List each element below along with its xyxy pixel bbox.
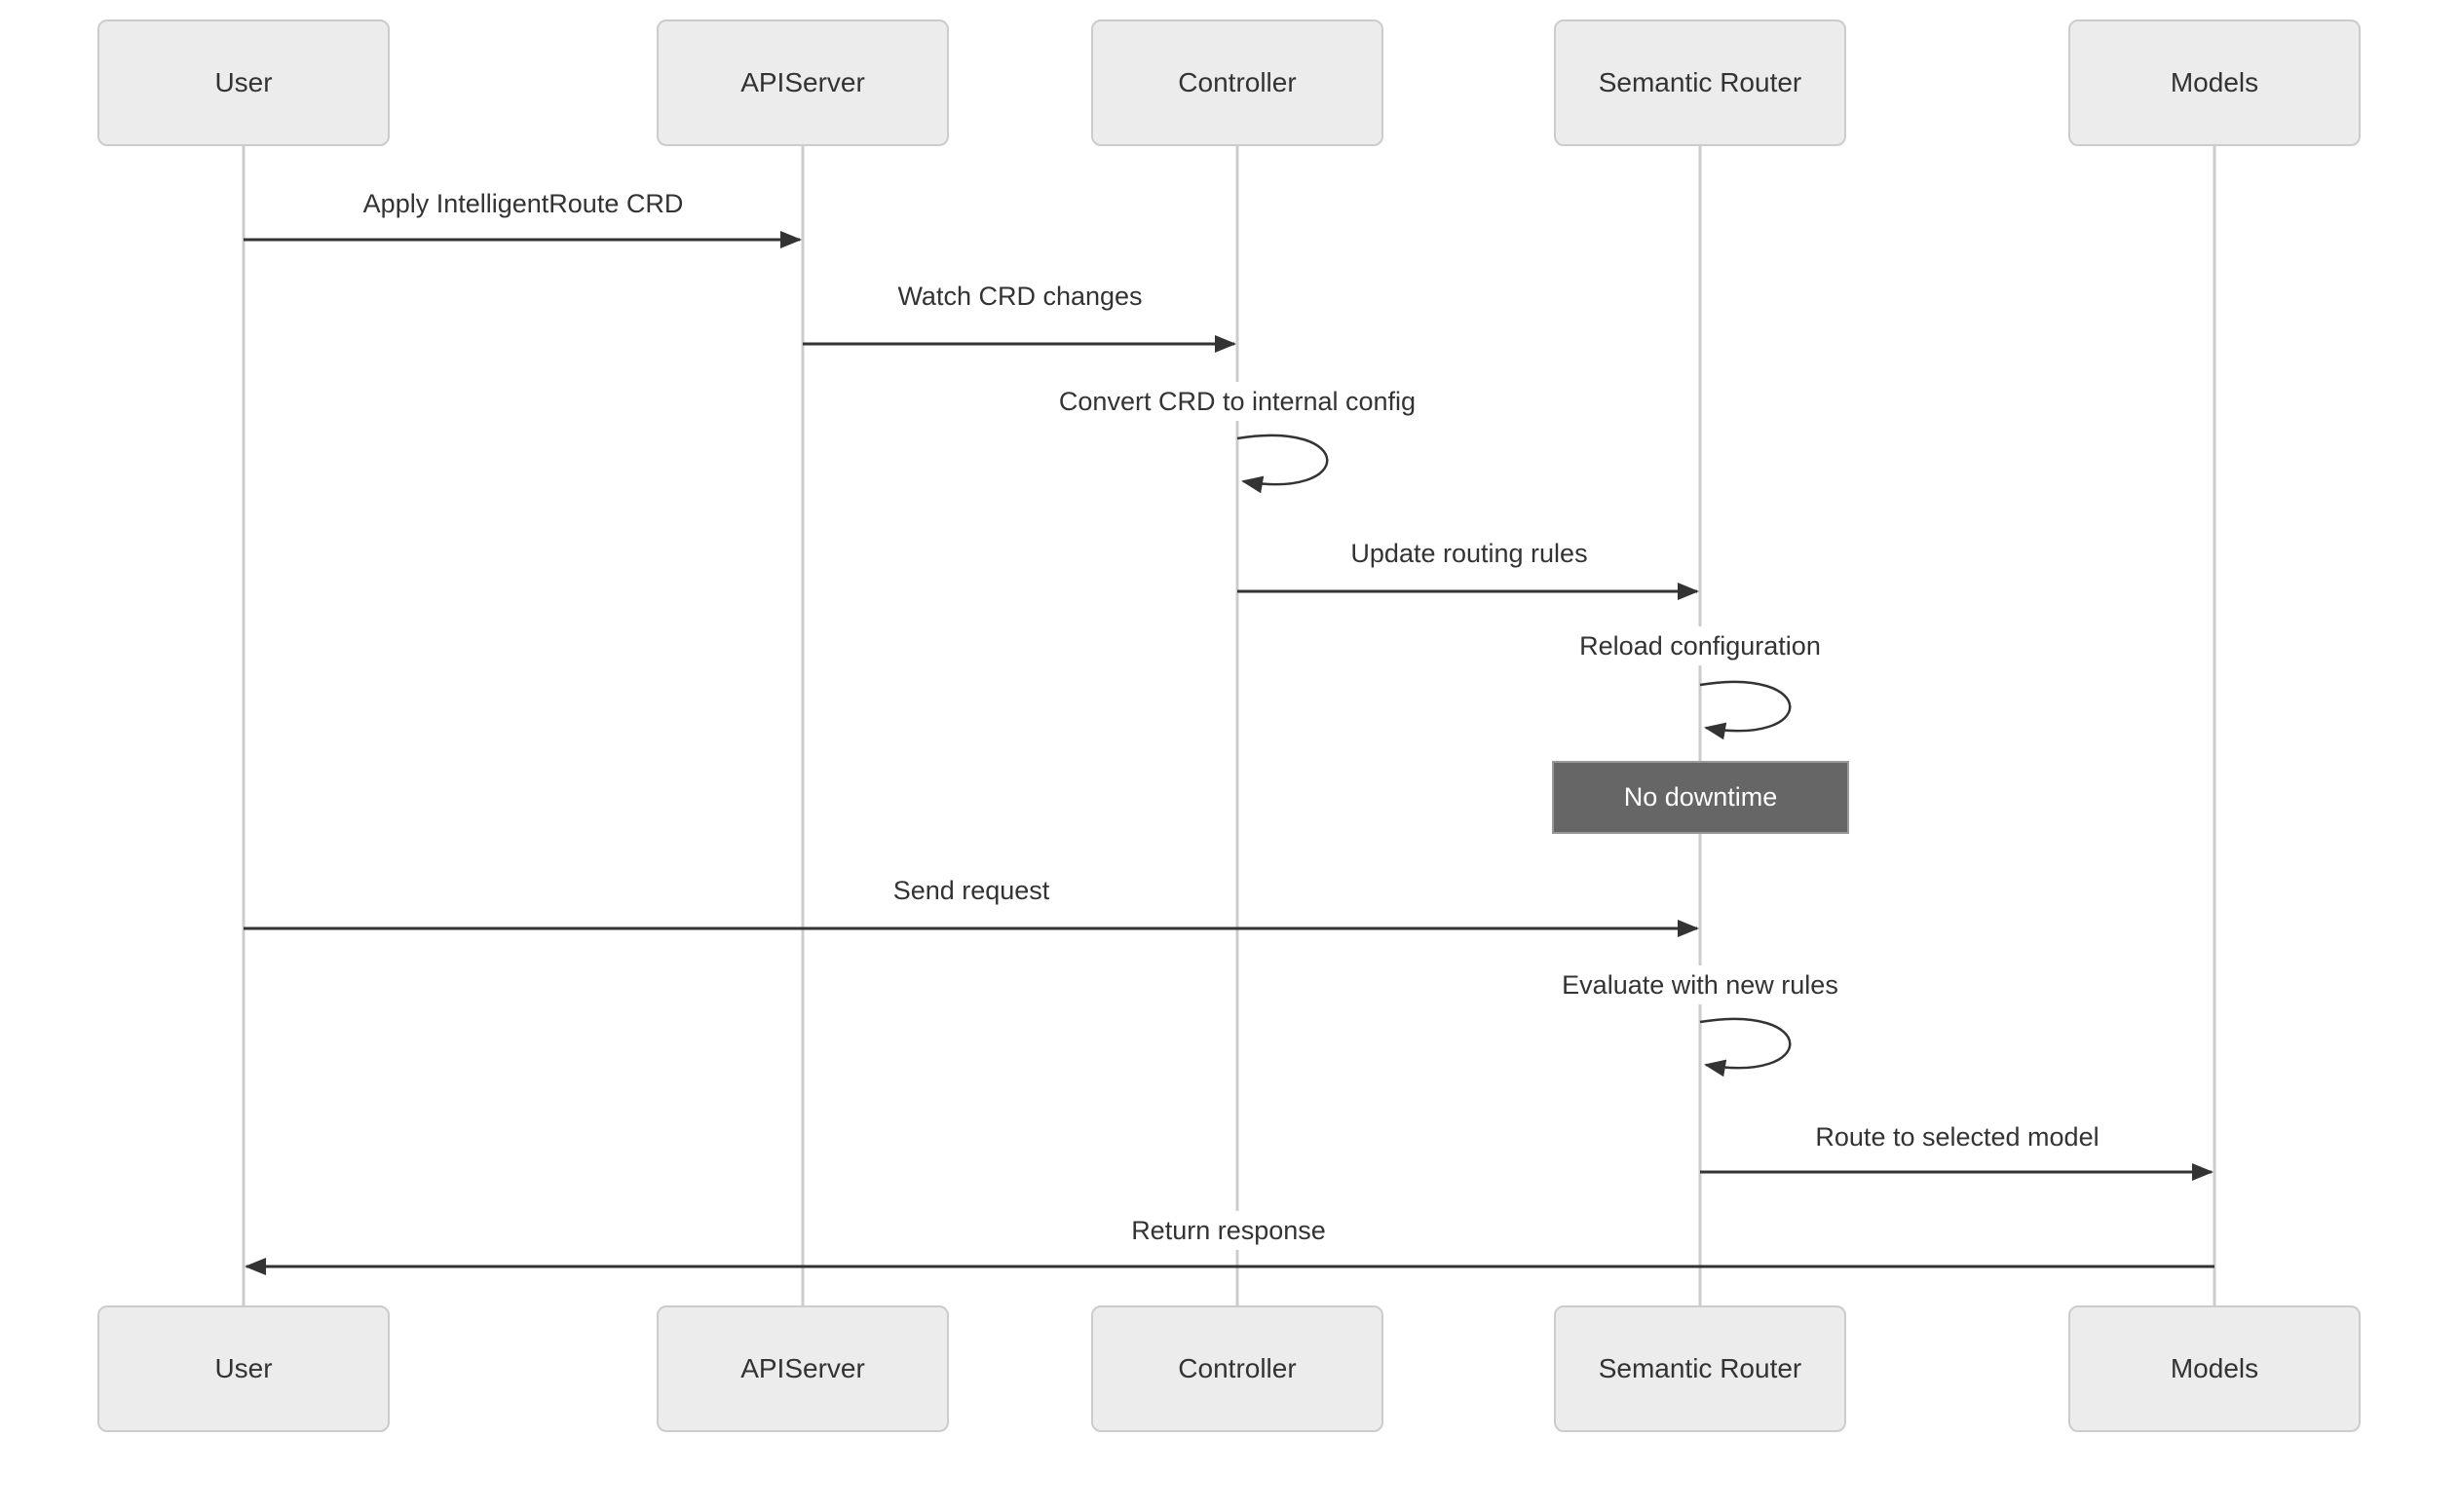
actor-label: User (214, 1353, 273, 1383)
actor-bottom-controller: Controller (1091, 1305, 1383, 1432)
actor-bottom-semantic-router: Semantic Router (1554, 1305, 1846, 1432)
actor-top-controller: Controller (1091, 19, 1383, 146)
actor-bottom-models: Models (2068, 1305, 2361, 1432)
actor-label: Semantic Router (1598, 67, 1802, 97)
message-label-update-routing-rules: Update routing rules (1344, 534, 1594, 573)
actor-top-apiserver: APIServer (657, 19, 949, 146)
message-label-watch-crd-changes: Watch CRD changes (891, 277, 1149, 316)
actor-label: APIServer (740, 1353, 865, 1383)
message-self-loop-reload-configuration (1699, 680, 1792, 740)
message-label-convert-crd: Convert CRD to internal config (1052, 382, 1422, 421)
message-self-loop-evaluate-with-new-rules (1699, 1017, 1792, 1077)
note-label: No downtime (1623, 782, 1778, 812)
actor-top-models: Models (2068, 19, 2361, 146)
actor-label: Controller (1178, 67, 1297, 97)
actor-label: User (214, 67, 273, 97)
message-label-return-response: Return response (1125, 1211, 1332, 1250)
actor-top-user: User (97, 19, 390, 146)
message-label-reload-configuration: Reload configuration (1573, 626, 1827, 665)
message-label-send-request: Send request (887, 871, 1056, 910)
message-label-route-to-selected-model: Route to selected model (1809, 1117, 2105, 1156)
actor-label: APIServer (740, 67, 865, 97)
actor-label: Models (2170, 67, 2259, 97)
actor-label: Semantic Router (1598, 1353, 1802, 1383)
actor-top-semantic-router: Semantic Router (1554, 19, 1846, 146)
actor-bottom-user: User (97, 1305, 390, 1432)
message-label-evaluate-with-new-rules: Evaluate with new rules (1556, 965, 1844, 1004)
message-label-apply-intelligentroute-crd: Apply IntelligentRoute CRD (357, 184, 690, 223)
actor-label: Models (2170, 1353, 2259, 1383)
message-self-loop-convert-crd (1236, 434, 1329, 494)
actor-bottom-apiserver: APIServer (657, 1305, 949, 1432)
actor-label: Controller (1178, 1353, 1297, 1383)
note-no-downtime: No downtime (1552, 761, 1849, 834)
